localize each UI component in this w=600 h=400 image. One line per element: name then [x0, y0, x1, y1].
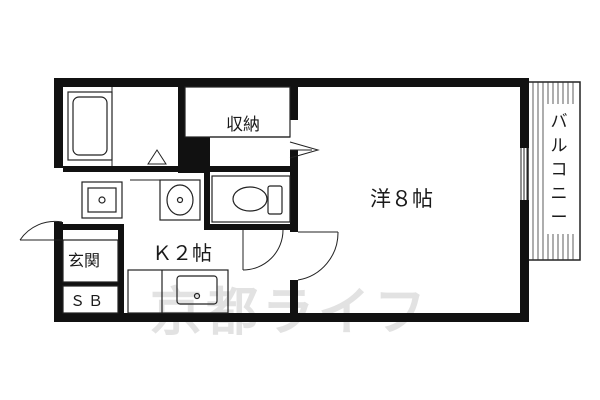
balcony-label-char: ー	[551, 208, 568, 228]
kitchen-label: Ｋ２帖	[152, 241, 212, 265]
balcony-label-char: コ	[551, 160, 568, 180]
triangle-marker-icon	[147, 149, 167, 165]
washing-machine-pan	[81, 181, 123, 219]
balcony-label-char: ニ	[551, 184, 568, 204]
kitchen-counter	[127, 269, 229, 314]
wash-basin	[159, 179, 201, 221]
door-swings	[19, 141, 339, 281]
toilet	[211, 175, 291, 223]
storage-closet	[184, 86, 291, 138]
balcony-label-char: バ	[551, 112, 568, 132]
balcony: バ ル コ ニ ー	[527, 81, 581, 261]
balcony-label-char: ル	[551, 136, 568, 156]
entrance-label: 玄関	[68, 251, 100, 270]
entrance-area	[62, 239, 119, 314]
interior-walls	[63, 78, 298, 322]
window	[520, 148, 528, 200]
bathtub	[67, 91, 113, 161]
western-room-label: 洋８帖	[370, 187, 433, 211]
storage-label: 収納	[226, 115, 260, 135]
shoe-box-label: ＳＢ	[70, 292, 106, 310]
